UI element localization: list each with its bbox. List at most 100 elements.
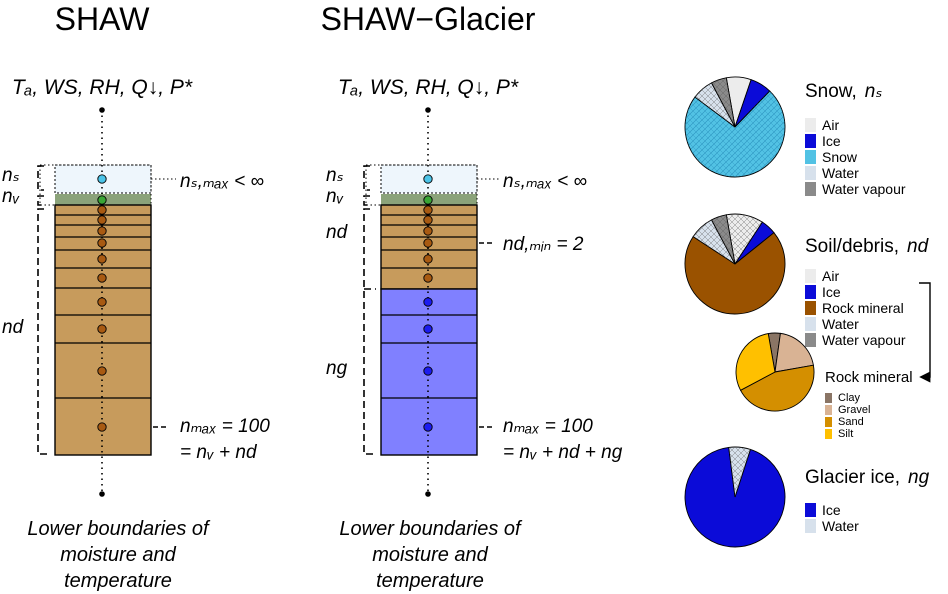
glacier-bottom-node [425,491,431,497]
glacier-ice-pie-title: Glacier ice,ng [805,467,930,488]
glacier-dmin-eq: nd,ₘᵢₙ = 2 [503,234,584,255]
glacier-title: SHAW−Glacier [321,1,536,37]
snow-slice-hatch [685,91,785,177]
soil-slice-hatch [726,214,763,264]
shaw-soil-node [97,366,107,376]
shaw-soil-node [97,205,107,215]
glacier-snow-node [423,174,433,184]
glacier-ice-node [423,422,433,432]
legend-label: Air [822,117,839,133]
legend-label: Ice [822,284,841,300]
legend-label: Rock mineral [822,300,904,316]
legend-label: Sand [838,416,864,428]
legend-label: Snow [822,149,858,165]
shaw-soil-node [97,238,107,248]
legend-swatch [805,503,816,517]
glacier-label-ng: ng [326,358,348,379]
legend-swatch [805,118,816,132]
glacier-nmax-sum: = nᵥ + nd + ng [503,442,623,463]
legend-swatch [805,285,816,299]
glacier-ice-node [423,366,433,376]
legend-swatch [805,150,816,164]
shaw-column: SHAW Tₐ, WS, RH, Q↓, P* [2,1,270,592]
glacier-label-ns: nₛ [326,165,344,186]
legend-swatch [805,166,816,180]
rock-mineral-title: Rock mineral [825,369,913,386]
shaw-label-nd: nd [2,317,25,338]
shaw-nodes [97,174,107,432]
glacier-caption-line: temperature [376,570,484,592]
glacier-debris-node [423,273,433,283]
shaw-caption-line: temperature [64,570,172,592]
glacier-top-node [425,107,431,113]
legend-label: Water vapour [822,181,906,197]
soil-slice-hatch [711,214,735,264]
glacier-canopy-node [423,195,433,205]
soil-composition-pie [684,213,786,315]
legend-swatch [825,405,832,415]
legend-label: Gravel [838,404,870,416]
glacier-nmax-eq: nₘₐₓ = 100 [503,416,593,437]
legend-label: Air [822,268,839,284]
legend-swatch [805,269,816,283]
legend-label: Water [822,165,859,181]
legend-swatch [825,393,832,403]
glacier-label-nd: nd [326,222,349,243]
legend-swatch [805,333,816,347]
shaw-soil-node [97,324,107,334]
glacier-forcing-label: Tₐ, WS, RH, Q↓, P* [338,76,519,99]
legend-label: Ice [822,502,841,518]
glacier-debris-node [423,205,433,215]
glacier_ice-slice-ice [684,446,786,548]
legend-swatch [805,317,816,331]
soil-slice-hatch [693,219,735,264]
glacier-column: SHAW−Glacier Tₐ, WS, RH, Q↓, P* [321,1,623,592]
snow-slice-hatch [711,77,735,127]
legend-label: Silt [838,428,853,440]
glacier-ice-node [423,324,433,334]
snow-slice-hatch [694,82,735,127]
legend-label: Water [822,518,859,534]
legend-swatch [805,134,816,148]
glacier-debris-node [423,238,433,248]
rock-slice-sand [739,364,815,412]
snow-pie-title: Snow,nₛ [805,81,882,102]
glacier_ice-slice-hatch [728,446,751,497]
glacier-snow-max-eq: nₛ,ₘₐₓ < ∞ [503,171,587,192]
shaw-nmax-eq: nₘₐₓ = 100 [180,416,270,437]
shaw-soil-node [97,215,107,225]
glacier-nodes [423,174,433,432]
shaw-caption-line: moisture and [60,544,176,566]
rock-slice-silt [735,333,776,391]
glacier-debris-node [423,215,433,225]
legend-label: Clay [838,392,861,404]
legend-label: Water [822,316,859,332]
rock-mineral-pie [735,332,815,412]
legend-swatch [805,519,816,533]
shaw-caption-line: Lower boundaries of [27,518,211,540]
legend-swatch [805,182,816,196]
legend-swatch [825,417,832,427]
shaw-snow-max-eq: nₛ,ₘₐₓ < ∞ [180,171,264,192]
shaw-nmax-sum: = nᵥ + nd [180,442,258,463]
rock-slice-gravel [774,332,814,373]
soil-slice-rock-mineral [684,232,786,315]
rock-mineral-arrow [919,282,931,383]
shaw-label-ns: nₛ [2,165,20,186]
glacier-label-nv: nᵥ [326,186,344,207]
shaw-bottom-node [99,491,105,497]
shaw-forcing-label: Tₐ, WS, RH, Q↓, P* [12,76,193,99]
glacier-ice-pie [684,446,786,548]
glacier-ice-node [423,297,433,307]
shaw-left-brackets [37,165,50,455]
shaw-snow-node [97,174,107,184]
shaw-canopy-node [97,195,107,205]
glacier-caption-line: moisture and [372,544,488,566]
shaw-soil-node [97,422,107,432]
shaw-soil-node [97,254,107,264]
